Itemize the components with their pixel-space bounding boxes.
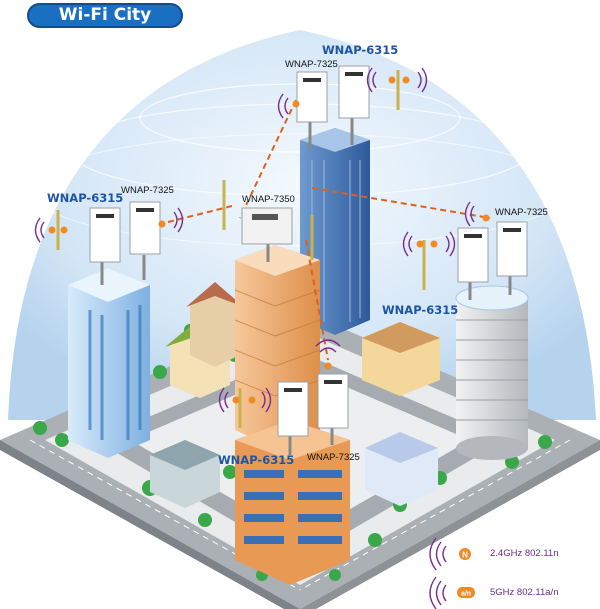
label-left-model: WNAP-7325 (121, 185, 174, 196)
tower-left-lightblue (68, 268, 150, 458)
tower-right-gray (455, 285, 529, 460)
label-top-brand: WNAP-6315 (322, 43, 399, 57)
label-top-model: WNAP-7325 (285, 59, 338, 70)
access-point-right (422, 221, 528, 300)
label-left-brand: WNAP-6315 (47, 191, 124, 205)
legend-badge-24: N (462, 551, 468, 560)
access-point-center (222, 180, 314, 262)
band-badges (48, 76, 490, 404)
page-title: Wi-Fi City (27, 3, 183, 28)
legend-24ghz: 2.4GHz 802.11n (490, 548, 559, 559)
label-right-brand: WNAP-6315 (382, 303, 459, 317)
access-point-left (56, 201, 161, 285)
label-center-model: WNAP-7350 (242, 194, 295, 205)
tower-front-orange (235, 420, 350, 585)
label-right-model: WNAP-7325 (495, 207, 548, 218)
access-point-bottom (238, 373, 349, 455)
label-bottom-model: WNAP-7325 (307, 452, 360, 463)
legend-icons: N a/n (429, 537, 475, 609)
legend-5ghz: 5GHz 802.11a/n (490, 587, 559, 598)
access-point-top (296, 65, 400, 150)
wireless-links (167, 99, 491, 361)
signal-waves (34, 67, 475, 413)
legend-badge-5: a/n (461, 591, 471, 598)
label-bottom-brand: WNAP-6315 (218, 453, 295, 467)
low-buildings (150, 282, 440, 508)
